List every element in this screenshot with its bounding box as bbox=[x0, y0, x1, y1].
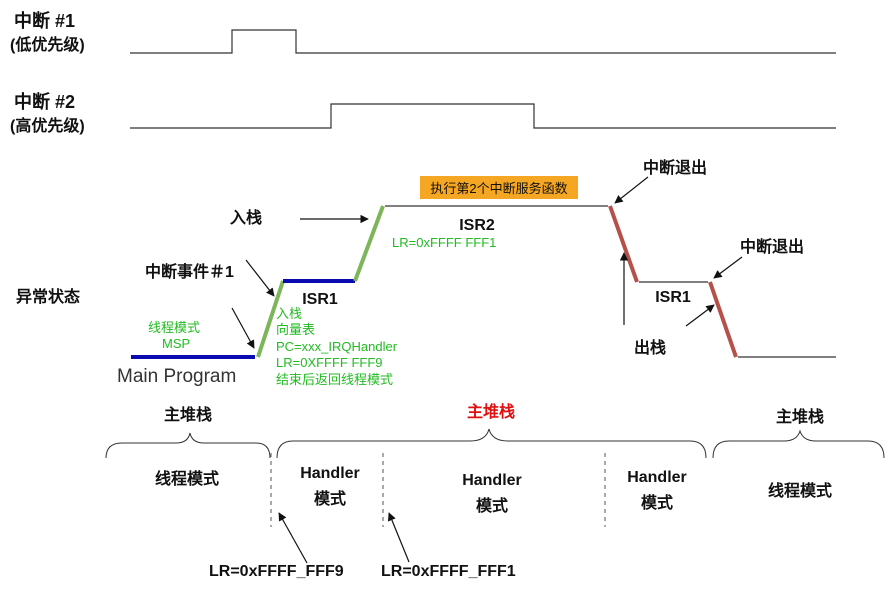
isr1-label: ISR1 bbox=[302, 291, 338, 308]
thread-note-line-1: 线程模式 bbox=[148, 320, 200, 335]
mode-handler-1-line-2: 模式 bbox=[314, 489, 346, 508]
isr2-label: ISR2 bbox=[459, 217, 495, 234]
entry-rise-2 bbox=[353, 205, 385, 282]
mode-handler-3-line-1: Handler bbox=[627, 469, 687, 486]
main-program-label: Main Program bbox=[117, 366, 236, 387]
exit1-arrow bbox=[614, 176, 649, 204]
stack-label-middle: 主堆栈 bbox=[467, 402, 515, 421]
irq1-waveform bbox=[130, 29, 836, 54]
irq-event-label: 中断事件＃1 bbox=[145, 262, 234, 281]
isr2-banner-box bbox=[420, 176, 578, 199]
push-note-line-1: 入栈 bbox=[276, 306, 302, 321]
mode-handler-1-line-1: Handler bbox=[300, 465, 360, 482]
exit-fall-2 bbox=[708, 281, 738, 358]
stack-label-right: 主堆栈 bbox=[776, 407, 824, 426]
stack-label-left: 主堆栈 bbox=[164, 405, 212, 424]
push-note-line-3: PC=xxx_IRQHandler bbox=[276, 339, 398, 354]
exit-fall-1 bbox=[608, 205, 639, 283]
push-note-line-2: 向量表 bbox=[276, 322, 315, 337]
thread-note-line-2: MSP bbox=[162, 336, 190, 351]
lr1-label: LR=0xFFFF_FFF9 bbox=[209, 563, 344, 580]
brace-right bbox=[712, 429, 885, 459]
exit2-label: 中断退出 bbox=[740, 237, 804, 256]
irq1-title: 中断 #1 bbox=[14, 10, 75, 31]
push-note-line-5: 结束后返回线程模式 bbox=[276, 372, 393, 387]
mode-handler-2-line-2: 模式 bbox=[476, 496, 508, 515]
mode-thread-right: 线程模式 bbox=[768, 481, 832, 500]
push-stack-label: 入栈 bbox=[230, 208, 262, 227]
mode-handler-3-line-2: 模式 bbox=[641, 493, 673, 512]
pop-stack-diag-arrow bbox=[685, 304, 715, 327]
isr2-lr: LR=0xFFFF FFF1 bbox=[392, 235, 496, 250]
brace-left bbox=[105, 432, 271, 459]
exit2-arrow bbox=[713, 256, 743, 279]
mode-handler-2-line-1: Handler bbox=[462, 472, 522, 489]
pop-stack-label: 出栈 bbox=[634, 338, 666, 357]
push-note-line-4: LR=0XFFFF FFF9 bbox=[276, 355, 383, 370]
mode-thread-left: 线程模式 bbox=[155, 469, 219, 488]
irq1-priority: (低优先级) bbox=[10, 35, 85, 54]
isr2-banner-text: 执行第2个中断服务函数 bbox=[430, 181, 567, 196]
lr1-arrow bbox=[278, 512, 308, 564]
entry-rise-1 bbox=[256, 280, 285, 358]
irq2-priority: (高优先级) bbox=[10, 116, 85, 135]
irq2-waveform bbox=[130, 103, 836, 129]
irq2-title: 中断 #2 bbox=[14, 91, 75, 112]
isr1-return-label: ISR1 bbox=[655, 289, 691, 306]
exception-state-label: 异常状态 bbox=[16, 287, 80, 306]
thread-note-arrow bbox=[231, 307, 255, 349]
lr2-arrow bbox=[387, 512, 410, 563]
lr2-label: LR=0xFFFF_FFF1 bbox=[381, 563, 516, 580]
brace-middle bbox=[276, 428, 707, 459]
exit1-label: 中断退出 bbox=[643, 158, 707, 177]
irq-event-arrow bbox=[245, 259, 275, 297]
